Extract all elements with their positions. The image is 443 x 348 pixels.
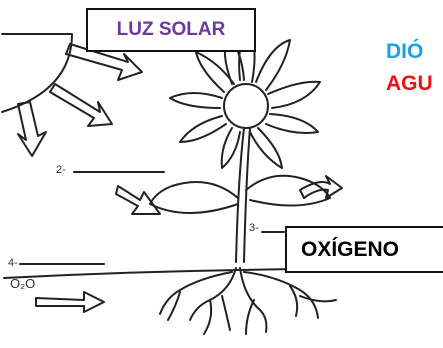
- left-leaf: [150, 182, 238, 213]
- dioxido-label: DIÓ: [386, 40, 423, 64]
- oxigeno-text: OXÍGENO: [301, 238, 399, 262]
- agua-label: AGU: [386, 72, 433, 96]
- water-arrow: [36, 292, 104, 312]
- sun-ray-arrows: [18, 44, 142, 156]
- stem: [236, 128, 244, 262]
- luz-solar-text: LUZ SOLAR: [117, 19, 226, 41]
- number-2: 2-: [56, 164, 66, 176]
- oxygen-molecule-text: O₂O: [10, 276, 35, 291]
- flower-center: [224, 84, 268, 128]
- number-4: 4-: [8, 257, 18, 269]
- oxigeno-label: OXÍGENO: [285, 226, 443, 273]
- number-3: 3-: [249, 222, 259, 234]
- luz-solar-label: LUZ SOLAR: [86, 8, 256, 52]
- sun-icon: [2, 34, 72, 112]
- roots: [160, 268, 336, 334]
